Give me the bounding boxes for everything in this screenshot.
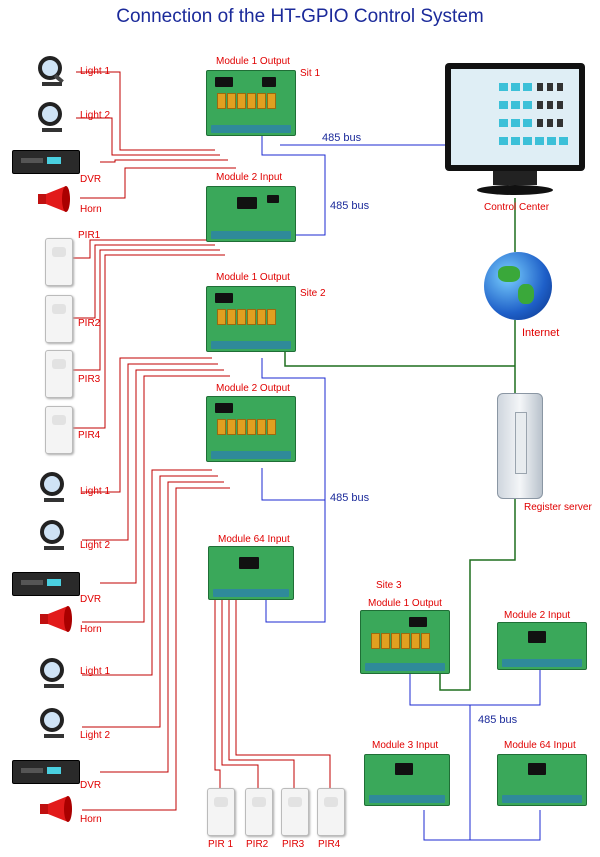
module-label: Module 64 Input [218, 534, 290, 545]
output-module-board [360, 610, 450, 674]
light-icon [38, 518, 68, 552]
module-label: Module 1 Output [216, 56, 290, 67]
device-label: Light 2 [80, 110, 111, 121]
horn-icon [40, 606, 74, 632]
pir-sensor-icon [281, 788, 309, 836]
output-module-board [206, 286, 296, 352]
pir-sensor-icon [207, 788, 235, 836]
device-label: Light 2 [80, 730, 111, 741]
device-label: Horn [80, 624, 102, 635]
pir-label: PIR4 [78, 430, 101, 441]
pir-label: PIR4 [318, 839, 341, 850]
light-icon [38, 656, 68, 690]
site-label: Site 3 [376, 580, 402, 591]
device-label: Light 2 [80, 540, 111, 551]
device-label: Light 1 [80, 66, 111, 77]
module-label: Module 1 Output [368, 598, 442, 609]
output-module-board [206, 396, 296, 462]
module-label: Module 2 Input [504, 610, 571, 621]
diagram-title: Connection of the HT-GPIO Control System [116, 6, 484, 27]
pir-label: PIR 1 [208, 839, 234, 850]
pir-sensor-icon [45, 238, 73, 286]
bus-label: 485 bus [478, 714, 518, 726]
light-icon [36, 100, 66, 134]
device-label: Light 1 [80, 486, 111, 497]
control-center-label: Control Center [484, 202, 550, 213]
dvr-icon [12, 572, 80, 596]
pir-label: PIR3 [282, 839, 305, 850]
output-module-board [206, 70, 296, 136]
module-label: Module 3 Input [372, 740, 439, 751]
pir-sensor-icon [45, 406, 73, 454]
site-label: Sit 1 [300, 68, 321, 79]
light-icon [38, 470, 68, 504]
module-label: Module 64 Input [504, 740, 576, 751]
pir-sensor-icon [317, 788, 345, 836]
dvr-icon [12, 760, 80, 784]
dvr-icon [12, 150, 80, 174]
device-label: Light 1 [80, 666, 111, 677]
input-module-board [497, 622, 587, 670]
site-label: Site 2 [300, 288, 326, 299]
input-module-board [208, 546, 294, 600]
light-icon [38, 706, 68, 740]
device-label: Horn [80, 204, 102, 215]
pir-label: PIR1 [78, 230, 101, 241]
device-label: Horn [80, 814, 102, 825]
bus-label: 485 bus [322, 132, 362, 144]
horn-icon [40, 796, 74, 822]
internet-label: Internet [522, 327, 560, 339]
module-label: Module 2 Input [216, 172, 283, 183]
device-label: DVR [80, 594, 102, 605]
pir-sensor-icon [45, 350, 73, 398]
pir-label: PIR2 [78, 318, 101, 329]
light-icon [36, 54, 66, 88]
bus-label: 485 bus [330, 200, 370, 212]
bus-label: 485 bus [330, 492, 370, 504]
device-label: DVR [80, 780, 102, 791]
module-label: Module 1 Output [216, 272, 290, 283]
input-module-board [364, 754, 450, 806]
input-module-board [497, 754, 587, 806]
module-label: Module 2 Output [216, 383, 290, 394]
pir-sensor-icon [45, 295, 73, 343]
register-server-label: Register server [524, 502, 592, 513]
pir-label: PIR3 [78, 374, 101, 385]
control-center-monitor-icon [445, 63, 585, 198]
pir-label: PIR2 [246, 839, 269, 850]
register-server-icon [497, 393, 543, 499]
input-module-board [206, 186, 296, 242]
pir-sensor-icon [245, 788, 273, 836]
horn-icon [38, 186, 72, 212]
internet-globe-icon [484, 252, 552, 320]
device-label: DVR [80, 174, 102, 185]
